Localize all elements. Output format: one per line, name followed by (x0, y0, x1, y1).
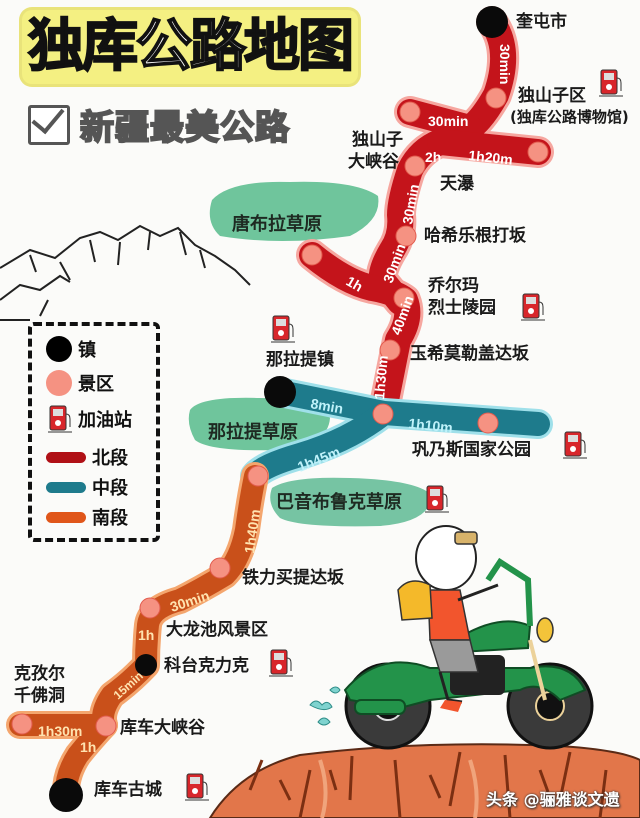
title-part-2: 地图 (243, 14, 355, 79)
place-tangbula: 唐布拉草原 (232, 214, 322, 235)
poster-subtitle: 新疆最美公路 (28, 100, 290, 149)
time-dushanzi-west: 30min (428, 113, 468, 129)
place-dalongchi: 大龙池风景区 (166, 620, 268, 640)
watermark: 头条 @骊雅谈文遗 (486, 790, 620, 809)
scenic-spot-markers (11, 87, 549, 737)
place-museum: (独库公路博物馆) (510, 108, 629, 126)
time-kezier-kuchecanyon: 1h30m (38, 723, 82, 739)
place-kezier-line2: 千佛洞 (14, 686, 65, 706)
legend-south: 南段 (46, 504, 128, 530)
place-haxile: 哈希乐根打坂 (424, 226, 526, 246)
subtitle-text: 新疆最美公路 (79, 107, 290, 149)
place-yuxi: 玉希莫勒盖达坂 (410, 344, 529, 364)
time-junction-gongnaisi: 1h10m (408, 415, 454, 436)
gas-station-icon (563, 431, 587, 459)
cliff-illustration (208, 743, 640, 818)
place-dushanzi: 独山子区 (518, 86, 586, 106)
scenic-dot-icon (46, 370, 72, 396)
legend-label: 镇 (78, 340, 96, 361)
place-kuche-city: 库车古城 (94, 780, 162, 800)
place-qiaoerma-line1: 乔尔玛 (428, 276, 479, 296)
gas-station-icon (521, 293, 545, 321)
grassland-nalati (188, 397, 330, 451)
legend-gas: 加油站 (48, 404, 132, 434)
time-kuitun-dushanzi: 30min (497, 44, 513, 84)
south-line-icon (46, 511, 86, 523)
time-tianpu-haxile: 30min (399, 183, 422, 226)
place-nalati-grassland: 那拉提草原 (208, 422, 298, 443)
time-yuxi-junction: 1h30m (371, 355, 391, 401)
south-segment-route (6, 462, 269, 809)
place-bayinbuluke: 巴音布鲁克草原 (276, 492, 402, 513)
place-tielimaiti: 铁力买提达坂 (242, 568, 344, 588)
place-kezier-line1: 克孜尔 (14, 664, 65, 684)
time-tangbula-qiaoerma: 1h (344, 273, 366, 295)
gas-station-icon (185, 773, 209, 801)
legend-label: 南段 (92, 508, 128, 529)
place-kuitun: 奎屯市 (516, 12, 567, 32)
legend-north: 北段 (46, 444, 128, 470)
checkbox-icon (28, 104, 70, 145)
place-nalati-town: 那拉提镇 (266, 350, 334, 370)
north-line-icon (46, 451, 86, 463)
place-grand-canyon-line2: 大峡谷 (348, 152, 399, 172)
legend-label: 景区 (78, 374, 114, 395)
time-kuchecanyon-kuchecity: 1h (80, 739, 96, 755)
title-part-1: 独库 (27, 14, 139, 79)
legend-label: 北段 (92, 448, 128, 469)
time-dushanzi-canyon: 2h (425, 149, 441, 165)
time-nalati-junction: 8min (309, 395, 344, 416)
title-highlight: 公路 (135, 14, 247, 79)
mountain-sketch-icon (0, 224, 251, 321)
north-segment-route (296, 6, 554, 426)
grassland-tangbula (209, 181, 379, 241)
poster-title: 独库 公路 地图 (22, 10, 358, 84)
gas-station-icon (271, 315, 295, 343)
town-markers (49, 6, 508, 812)
place-tianpu: 天瀑 (440, 174, 474, 194)
gas-station-icon (48, 405, 72, 433)
place-kuche-canyon: 库车大峡谷 (120, 718, 205, 738)
map-legend: 镇 景区 加油站 北段 中段 南段 (28, 322, 160, 542)
motorcycle-rider-illustration (309, 525, 594, 750)
legend-town: 镇 (46, 336, 96, 362)
town-dot-icon (46, 336, 72, 362)
place-ketaikelike: 科台克力克 (164, 656, 249, 676)
time-bayin-tielimaiti: 1h40m (241, 508, 263, 554)
place-grand-canyon-line1: 独山子 (352, 130, 403, 150)
legend-label: 中段 (92, 478, 128, 499)
legend-middle: 中段 (46, 474, 128, 500)
place-gongnaisi: 巩乃斯国家公园 (412, 440, 531, 460)
time-dalongchi-ketai: 1h (138, 627, 154, 643)
gas-station-icon (269, 649, 293, 677)
gas-station-icon (599, 69, 623, 97)
grassland-bayinbuluke (270, 477, 432, 527)
place-qiaoerma-line2: 烈士陵园 (428, 298, 496, 318)
middle-line-icon (46, 481, 86, 493)
legend-label: 加油站 (78, 410, 132, 431)
gas-station-icon (425, 485, 449, 513)
time-dushanzi-east: 1h20m (468, 147, 514, 168)
legend-scenic: 景区 (46, 370, 114, 396)
